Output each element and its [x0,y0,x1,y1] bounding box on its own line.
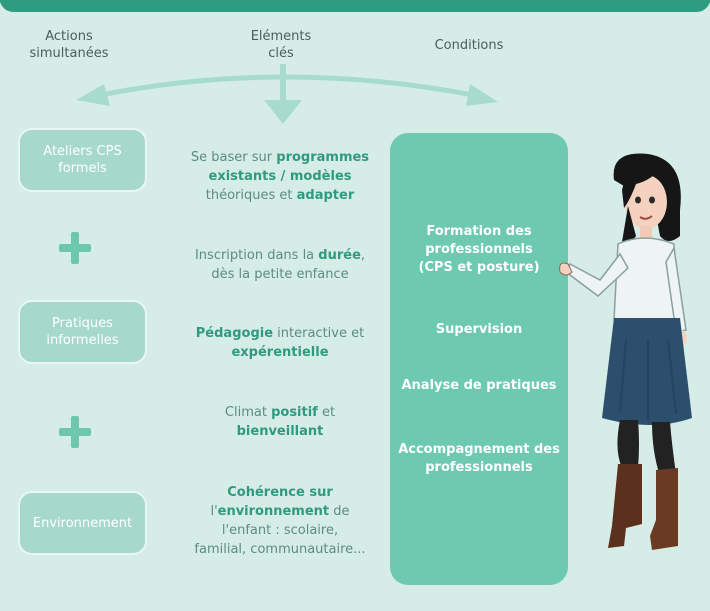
header-actions-line2: simultanées [29,46,109,61]
emphasis: environnement [217,504,330,519]
text: Inscription dans la [194,248,319,263]
emphasis: programmes [276,150,370,165]
header-elements-line2: clés [268,46,294,61]
header-elements-line1: Eléments [250,29,312,44]
center-arrow-shaft [280,64,286,104]
header-elements: Eléments clés [226,28,336,62]
condition-analyse-label: Analyse de pratiques [401,378,557,393]
text: familial, communautaire... [194,542,366,557]
emphasis: positif [271,405,318,420]
action-ateliers-line1: Ateliers CPS [43,144,122,159]
condition-formation: Formation des professionnels (CPS et pos… [390,223,568,277]
emphasis: existants / modèles [208,169,352,184]
text: et [317,405,336,420]
action-environnement: Environnement [18,491,147,555]
emphasis: Pédagogie [195,326,274,341]
action-pratiques-line2: informelles [46,333,119,348]
action-ateliers-line2: formels [58,161,107,176]
header-conditions: Conditions [414,37,524,54]
right-arrowhead-icon [466,84,498,106]
text: Se baser sur [190,150,277,165]
condition-supervision-label: Supervision [435,322,523,337]
text: de [329,504,350,519]
left-arrowhead-icon [76,84,110,106]
emphasis: durée [318,248,361,263]
element-climat: Climat positif et bienveillant [180,403,380,441]
text: théoriques et [205,188,297,203]
presenter-illustration [559,153,692,550]
action-environnement-label: Environnement [32,515,133,531]
conditions-panel [390,133,568,585]
text: , [360,248,366,263]
condition-accompagnement: Accompagnement des professionnels [390,441,568,477]
action-pratiques-line1: Pratiques [52,316,113,331]
header-conditions-label: Conditions [434,38,504,53]
curved-arrow-line [93,74,481,99]
header-actions-line1: Actions [45,29,93,44]
text: Climat [224,405,272,420]
condition-formation-line1: Formation des [426,224,532,239]
emphasis: adapter [296,188,355,203]
condition-supervision: Supervision [390,321,568,339]
down-arrowhead-icon [264,100,302,124]
element-programmes: Se baser sur programmes existants / modè… [180,148,380,205]
condition-accompagnement-line1: Accompagnement des [398,442,560,457]
element-pedagogie: Pédagogie interactive et expérentielle [180,324,380,362]
text: dès la petite enfance [211,267,349,282]
condition-accompagnement-line2: professionnels [425,460,533,475]
arrows-diagram [76,64,498,124]
action-ateliers-cps: Ateliers CPS formels [18,128,147,192]
condition-analyse: Analyse de pratiques [390,377,568,395]
text: l'enfant : scolaire, [221,523,339,538]
action-pratiques-informelles: Pratiques informelles [18,300,147,364]
emphasis: bienveillant [236,424,324,439]
element-coherence: Cohérence sur l'environnement de l'enfan… [180,483,380,559]
text: interactive et [273,326,365,341]
element-duree: Inscription dans la durée, dès la petite… [180,246,380,284]
text: l' [210,504,218,519]
condition-formation-line3: (CPS et posture) [418,260,540,275]
emphasis: Cohérence sur [227,485,333,500]
emphasis: expérentielle [231,345,329,360]
plus-icon [59,416,91,448]
top-banner [0,0,710,12]
header-actions: Actions simultanées [14,28,124,62]
plus-icon [59,232,91,264]
condition-formation-line2: professionnels [425,242,533,257]
